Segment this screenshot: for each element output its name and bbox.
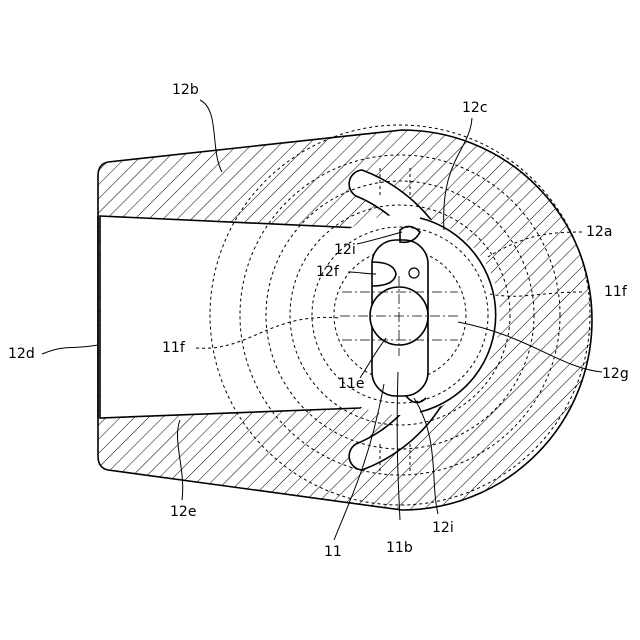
label-12e: 12e <box>170 504 196 520</box>
label-11b: 11b <box>386 540 413 556</box>
label-12a: 12a <box>586 224 612 240</box>
label-12d: 12d <box>8 346 35 362</box>
label-12f: 12f <box>316 264 340 280</box>
label-12g: 12g <box>602 366 629 382</box>
label-11: 11 <box>324 544 342 560</box>
label-12c: 12c <box>462 100 488 116</box>
label-11f-left: 11f <box>162 340 186 356</box>
label-12i-bottom: 12i <box>432 520 454 536</box>
label-12b: 12b <box>172 82 199 98</box>
pin-hole <box>409 268 419 278</box>
label-11f-right: 11f <box>604 284 628 300</box>
label-12i-top: 12i <box>334 242 356 258</box>
label-11e: 11e <box>338 376 364 392</box>
